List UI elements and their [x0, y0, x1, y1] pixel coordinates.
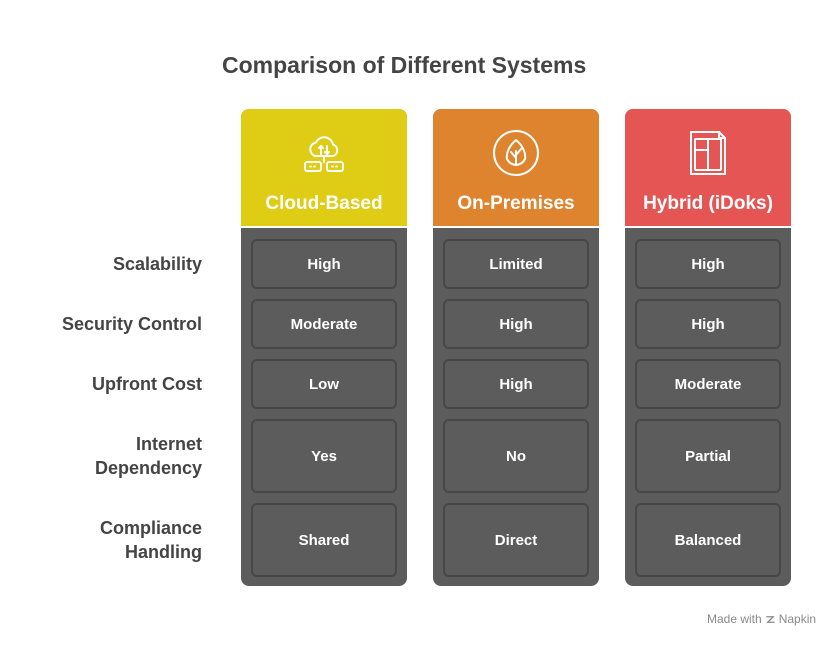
napkin-watermark: Made with Napkin	[707, 612, 816, 626]
row-label-upfront-cost: Upfront Cost	[92, 374, 202, 394]
row-label-internet-dependency: Internet Dependency	[52, 432, 202, 480]
cell-on-premises-security-control: High	[443, 299, 589, 349]
column-on-premises: On-Premises Limited High High No Direct	[433, 109, 599, 586]
column-title-cloud-based: Cloud-Based	[265, 193, 383, 214]
column-divider	[241, 226, 407, 228]
diagram-title: Comparison of Different Systems	[222, 52, 587, 78]
document-icon	[690, 131, 726, 175]
cell-cloud-based-security-control: Moderate	[251, 299, 397, 349]
column-divider	[433, 226, 599, 228]
column-cloud-based: Cloud-Based High Moderate Low Yes Shared	[241, 109, 407, 586]
cell-cloud-based-compliance-handling: Shared	[251, 503, 397, 577]
leaf-circle-icon	[493, 130, 539, 176]
cell-on-premises-upfront-cost: High	[443, 359, 589, 409]
column-header-cloud-based: Cloud-Based	[241, 109, 407, 226]
row-label-security-control: Security Control	[61, 314, 202, 334]
row-label-internet-dependency-text: Internet Dependency	[94, 434, 202, 478]
cell-cloud-based-internet-dependency: Yes	[251, 419, 397, 493]
cell-cloud-based-upfront-cost: Low	[251, 359, 397, 409]
cell-hybrid-internet-dependency: Partial	[635, 419, 781, 493]
cloud-server-icon	[304, 136, 344, 172]
napkin-logo-icon	[765, 615, 775, 623]
column-title-hybrid: Hybrid (iDoks)	[643, 193, 773, 214]
napkin-brand-text: Napkin	[778, 612, 817, 626]
cell-hybrid-scalability: High	[635, 239, 781, 289]
column-divider	[625, 226, 791, 228]
column-header-hybrid: Hybrid (iDoks)	[625, 109, 791, 226]
row-label-compliance-handling: Compliance Handling	[52, 516, 202, 564]
column-hybrid: Hybrid (iDoks) High High Moderate Partia…	[625, 109, 791, 586]
cell-hybrid-compliance-handling: Balanced	[635, 503, 781, 577]
cell-on-premises-scalability: Limited	[443, 239, 589, 289]
cell-on-premises-internet-dependency: No	[443, 419, 589, 493]
cell-hybrid-upfront-cost: Moderate	[635, 359, 781, 409]
row-label-compliance-handling-text: Compliance Handling	[99, 518, 202, 562]
cell-on-premises-compliance-handling: Direct	[443, 503, 589, 577]
column-header-on-premises: On-Premises	[433, 109, 599, 226]
cell-hybrid-security-control: High	[635, 299, 781, 349]
row-label-scalability: Scalability	[112, 254, 202, 274]
column-title-on-premises: On-Premises	[457, 193, 575, 214]
made-with-text: Made with	[707, 612, 762, 626]
cell-cloud-based-scalability: High	[251, 239, 397, 289]
